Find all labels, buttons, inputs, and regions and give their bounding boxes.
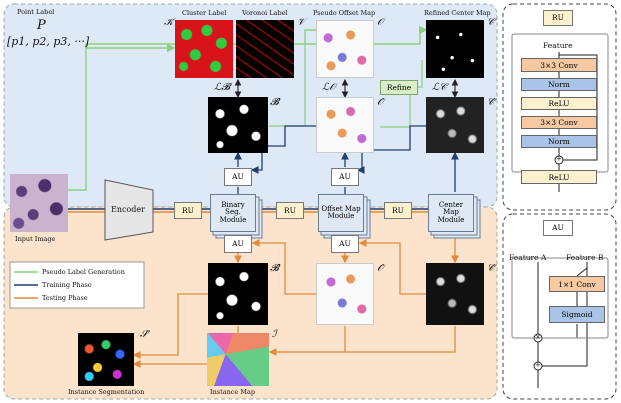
ru-relu1: ReLU [521,97,597,110]
chat-train-image [426,97,484,153]
symbol-shat: 𝒮̂ [140,329,148,340]
symbol-V: 𝒱 [297,17,306,28]
ru-panel-title: RU [543,10,573,26]
ru-box-2[interactable]: RU [276,202,304,219]
bhat-train-image [208,97,268,153]
instance-map-image [207,333,269,386]
refine-box[interactable]: Refine [380,80,418,95]
symbol-ohat-train: 𝒪̂ [377,97,384,108]
au-mult-symbol: × [535,333,541,341]
encoder-shape[interactable] [104,179,154,241]
pseudo-offset-image [316,20,374,78]
au-panel-title: AU [543,220,573,236]
ru-conv2: 3×3 Conv [521,116,597,129]
input-image [10,174,68,232]
symbol-bhat-test: 𝓑̂ [270,263,279,274]
instance-segmentation-image [78,333,134,386]
bhat-test-image [208,263,268,325]
au-conv-in [576,267,588,277]
test-chat-to-map [345,326,456,353]
ru-skip [559,54,598,161]
point-label-title: Point Label [17,8,55,16]
au-train-1[interactable]: AU [224,168,252,186]
legend-training-label: Training Phase [42,281,92,289]
au-b-to-sum [542,350,588,367]
instance-map-label: Instance Map [210,388,256,396]
cluster-label-title: Cluster Label [182,9,227,17]
ru-feature-label: Feature [543,41,573,50]
au-test-2[interactable]: AU [331,235,359,253]
point-label-symbol: P [37,18,46,33]
symbol-chat-test: 𝒞̂ [487,263,495,274]
au-test-1[interactable]: AU [224,235,252,253]
au-sum-symbol: + [535,361,541,369]
au-conv: 1×1 Conv [549,276,605,292]
test-bhat-to-seg [132,293,208,359]
input-image-label: Input Image [15,235,56,243]
au-train-2[interactable]: AU [331,168,359,186]
ohat-to-au1 [250,125,316,174]
pseudo-offset-title: Pseudo Offset Map [313,9,376,17]
symbol-K: 𝒦 [164,17,174,28]
encoder-label: Encoder [111,205,145,214]
symbol-ohat-test: 𝒪̂ [377,263,384,274]
ru-sum-symbol: + [556,155,562,163]
ru-norm1: Norm [521,78,597,91]
voronoi-label-title: Voronoi Label [242,9,288,17]
au-feature-a-label: Feature A [509,253,547,262]
chat-to-au2 [356,125,431,174]
au-feature-b-label: Feature B [566,253,604,262]
symbol-chat-train: 𝒞̂ [487,97,495,108]
legend-testing-label: Testing Phase [42,294,88,302]
binary-seg-module[interactable]: Binary Seg. Module [210,194,256,232]
test-ohat-to-au1 [251,239,316,295]
instance-seg-label: Instance Segmentation [68,388,145,396]
ohat-test-image [316,263,374,325]
ru-box-3[interactable]: RU [384,202,412,219]
au-inner-border [511,257,609,339]
offset-map-module[interactable]: Offset Map Module [318,194,364,232]
ru-relu-out: ReLU [521,170,597,184]
refined-center-image [426,20,484,78]
chat-test-image [426,263,484,325]
loss-b: ℒ𝓑 [214,82,231,93]
cluster-label-image [175,20,233,78]
legend-pseudo-label: Pseudo Label Generation [42,268,125,276]
ru-box-1[interactable]: RU [174,202,202,219]
au-sigmoid: Sigmoid [549,306,605,323]
center-map-module[interactable]: Center Map Module [428,194,474,232]
loss-c: ℒ𝒞 [432,82,447,93]
symbol-C: 𝒞 [487,17,495,28]
symbol-bhat-train: 𝓑̂ [270,97,279,108]
ru-norm2: Norm [521,135,597,148]
pseudo-line-input [68,43,176,191]
test-chat-to-au2 [358,239,431,295]
symbol-I: ℐ [272,329,277,340]
symbol-O: 𝒪 [377,17,384,28]
ru-conv1: 3×3 Conv [521,58,597,72]
ohat-train-image [316,97,374,153]
voronoi-label-image [236,20,294,78]
loss-o: ℒ𝒪 [322,82,336,93]
point-label-set: [p1, p2, p3, ···] [7,35,90,48]
refined-center-title: Refined Center Map [424,9,491,17]
